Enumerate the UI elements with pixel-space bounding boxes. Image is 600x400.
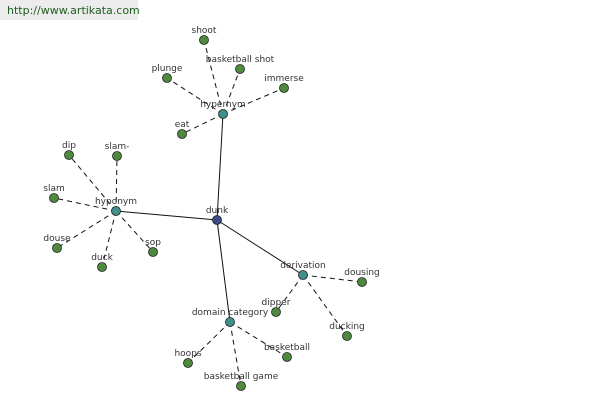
leaf-node-basketball-game-label: basketball game xyxy=(204,372,279,382)
leaf-node-slam-label: slam xyxy=(43,184,64,194)
edge-hyponym-sop xyxy=(115,210,154,253)
center-node-dunk-label: dunk xyxy=(206,206,229,216)
leaf-node-ducking-label: ducking xyxy=(329,322,365,332)
relation-node-domain-category-label: domain category xyxy=(192,308,269,318)
relation-node-derivation[interactable]: derivation xyxy=(280,261,326,280)
leaf-node-basketball-shot[interactable]: basketball shot xyxy=(206,55,275,74)
leaf-node-plunge-label: plunge xyxy=(152,64,183,74)
edge-center-hypernym xyxy=(216,113,224,221)
watermark-banner: http://www.artikata.com xyxy=(0,0,140,20)
leaf-node-ducking[interactable]: ducking xyxy=(329,322,365,341)
edge-hypernym-plunge xyxy=(166,77,224,115)
leaf-node-immerse-label: immerse xyxy=(264,74,304,84)
edge-hyponym-slam xyxy=(53,197,117,212)
leaf-node-duck-label: duck xyxy=(91,253,113,263)
leaf-node-basketball-dot[interactable] xyxy=(282,352,292,362)
edge-hyponym-dip xyxy=(68,154,117,212)
leaf-node-eat-dot[interactable] xyxy=(177,129,187,139)
edge-domain-category-basketball xyxy=(229,321,288,358)
leaf-node-douse-label: douse xyxy=(43,234,71,244)
leaf-node-douse[interactable]: douse xyxy=(43,234,71,253)
edge-derivation-dousing xyxy=(302,274,363,283)
leaf-node-shoot[interactable]: shoot xyxy=(192,26,217,45)
leaf-node-immerse[interactable]: immerse xyxy=(264,74,304,93)
leaf-node-shoot-label: shoot xyxy=(192,26,217,36)
leaf-node-basketball-label: basketball xyxy=(264,343,310,353)
relation-node-domain-category-dot[interactable] xyxy=(225,317,235,327)
leaf-node-eat[interactable]: eat xyxy=(175,120,190,139)
leaf-node-basketball-game-dot[interactable] xyxy=(236,381,246,391)
edge-derivation-ducking xyxy=(302,274,348,337)
leaf-node-dip-label: dip xyxy=(62,141,76,151)
leaf-node-dousing-dot[interactable] xyxy=(357,277,367,287)
relation-node-hypernym[interactable]: hypernym xyxy=(200,100,246,119)
leaf-node-plunge[interactable]: plunge xyxy=(152,64,183,83)
leaf-node-plunge-dot[interactable] xyxy=(162,73,172,83)
edge-hypernym-basketball-shot xyxy=(222,68,241,115)
leaf-node-basketball-shot-dot[interactable] xyxy=(235,64,245,74)
leaf-node-basketball-game[interactable]: basketball game xyxy=(204,372,279,391)
leaf-node-hoops-label: hoops xyxy=(174,349,201,359)
leaf-node-dousing[interactable]: dousing xyxy=(344,268,380,287)
relation-node-derivation-dot[interactable] xyxy=(298,270,308,280)
leaf-node-eat-label: eat xyxy=(175,120,190,130)
nodes-layer: shoot basketball shot plunge immerse eat dip s… xyxy=(43,26,380,391)
edge-domain-category-basketball-game xyxy=(229,321,242,387)
leaf-node-ducking-dot[interactable] xyxy=(342,331,352,341)
leaf-node-slam-label: slam- xyxy=(105,142,130,152)
center-node-dunk-dot[interactable] xyxy=(212,215,222,225)
edge-hyponym-douse xyxy=(56,210,117,249)
leaf-node-douse-dot[interactable] xyxy=(52,243,62,253)
leaf-node-dip[interactable]: dip xyxy=(62,141,76,160)
leaf-node-slam[interactable]: slam- xyxy=(105,142,130,161)
leaf-node-immerse-dot[interactable] xyxy=(279,83,289,93)
leaf-node-slam[interactable]: slam xyxy=(43,184,65,203)
edge-hyponym-slam xyxy=(115,155,118,212)
leaf-node-duck[interactable]: duck xyxy=(91,253,114,272)
leaf-node-dipper-dot[interactable] xyxy=(271,307,281,317)
edge-hypernym-immerse xyxy=(222,87,285,115)
leaf-node-basketball-shot-label: basketball shot xyxy=(206,55,275,65)
relation-node-domain-category[interactable]: domain category xyxy=(192,308,269,327)
edge-derivation-dipper xyxy=(275,274,304,313)
watermark-text[interactable]: http://www.artikata.com xyxy=(7,4,140,17)
leaf-node-sop-label: sop xyxy=(145,238,161,248)
leaf-node-dipper[interactable]: dipper xyxy=(262,298,291,317)
leaf-node-dip-dot[interactable] xyxy=(64,150,74,160)
leaf-node-dousing-label: dousing xyxy=(344,268,380,278)
relation-node-hypernym-label: hypernym xyxy=(200,100,246,110)
edge-center-hyponym xyxy=(115,210,218,221)
relation-node-hyponym-label: hyponym xyxy=(95,197,137,207)
leaf-node-slam-dot[interactable] xyxy=(112,151,122,161)
edge-center-derivation xyxy=(216,219,304,276)
center-node-dunk[interactable]: dunk xyxy=(206,206,229,225)
leaf-node-basketball[interactable]: basketball xyxy=(264,343,310,362)
edges-layer xyxy=(53,39,363,387)
leaf-node-shoot-dot[interactable] xyxy=(199,35,209,45)
edge-domain-category-hoops xyxy=(187,321,231,364)
relation-node-hyponym-dot[interactable] xyxy=(111,206,121,216)
edge-center-domain-category xyxy=(216,219,231,323)
leaf-node-hoops[interactable]: hoops xyxy=(174,349,202,368)
leaf-node-sop-dot[interactable] xyxy=(148,247,158,257)
edge-hypernym-eat xyxy=(181,113,224,135)
edge-hyponym-duck xyxy=(101,210,117,268)
leaf-node-duck-dot[interactable] xyxy=(97,262,107,272)
relation-node-hyponym[interactable]: hyponym xyxy=(95,197,137,216)
leaf-node-slam-dot[interactable] xyxy=(49,193,59,203)
leaf-node-sop[interactable]: sop xyxy=(145,238,161,257)
relation-node-hypernym-dot[interactable] xyxy=(218,109,228,119)
relation-node-derivation-label: derivation xyxy=(280,261,326,271)
edge-hypernym-shoot xyxy=(203,39,224,115)
leaf-node-dipper-label: dipper xyxy=(262,298,291,308)
leaf-node-hoops-dot[interactable] xyxy=(183,358,193,368)
